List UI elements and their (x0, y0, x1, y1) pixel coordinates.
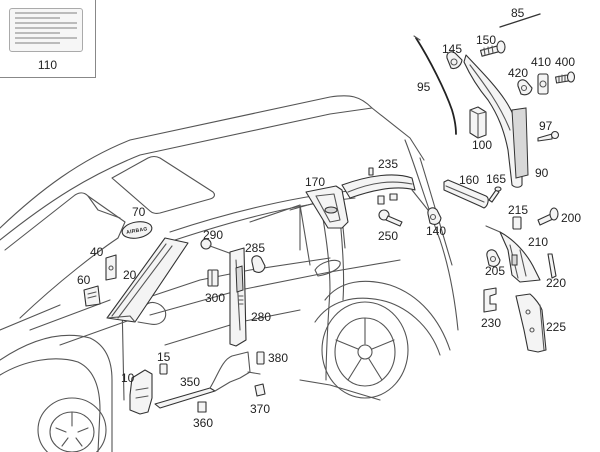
callout-410[interactable]: 410 (531, 55, 552, 69)
callout-170[interactable]: 170 (305, 175, 326, 189)
callout-350[interactable]: 350 (180, 375, 201, 389)
roof-frame-trim-icon (341, 167, 429, 211)
sill-trim-strip-icon (154, 351, 261, 409)
c-pillar-lower-trim-icon (485, 225, 541, 283)
seal-strip-icon (415, 37, 457, 135)
callout-230[interactable]: 230 (481, 316, 502, 330)
callout-160[interactable]: 160 (459, 173, 480, 187)
callout-140[interactable]: 140 (426, 224, 447, 238)
clip-nut-140-icon (427, 207, 442, 225)
vehicle-body-outline (0, 95, 459, 452)
clip-40-icon (105, 254, 117, 281)
rear-wheel-icon (321, 301, 409, 399)
leader-line-85 (499, 13, 541, 28)
callout-380[interactable]: 380 (268, 351, 289, 365)
callout-300[interactable]: 300 (205, 291, 226, 305)
clip-360-icon (197, 401, 207, 413)
clip-nut-205-icon (486, 249, 501, 267)
clip-380-icon (256, 351, 265, 365)
b-pillar-trim-icon (229, 247, 247, 347)
screw-400-icon (555, 71, 576, 84)
callout-290[interactable]: 290 (203, 228, 224, 242)
c-pillar-upper-trim-icon (305, 185, 349, 229)
front-wheel-icon (37, 397, 107, 452)
callout-205[interactable]: 205 (485, 264, 506, 278)
label-inset: 110 (0, 0, 96, 78)
callout-10[interactable]: 10 (121, 371, 135, 385)
cover-strip-icon (547, 253, 557, 279)
callout-235[interactable]: 235 (378, 157, 399, 171)
screw-200-icon (537, 207, 559, 226)
callout-20[interactable]: 20 (123, 268, 137, 282)
callout-40[interactable]: 40 (90, 245, 104, 259)
quarter-trim-panel-icon (515, 293, 547, 353)
clip-370-icon (254, 383, 266, 397)
callout-165[interactable]: 165 (486, 172, 507, 186)
clip-nut-420-icon (517, 79, 533, 96)
callout-200[interactable]: 200 (561, 211, 582, 225)
clip-nut-285-icon (251, 255, 266, 273)
callout-97[interactable]: 97 (539, 119, 553, 133)
clip-60-icon (83, 285, 101, 307)
nut-plate-410-icon (537, 73, 549, 95)
callout-210[interactable]: 210 (528, 235, 549, 249)
callout-285[interactable]: 285 (245, 241, 266, 255)
clip-nut-145-icon (446, 51, 463, 70)
callout-145[interactable]: 145 (442, 42, 463, 56)
callout-150[interactable]: 150 (476, 33, 497, 47)
callout-90[interactable]: 90 (535, 166, 549, 180)
callout-250[interactable]: 250 (378, 229, 399, 243)
callout-220[interactable]: 220 (546, 276, 567, 290)
screw-290-icon (200, 238, 233, 255)
callout-15[interactable]: 15 (157, 350, 171, 364)
callout-95[interactable]: 95 (417, 80, 431, 94)
screw-97-icon (537, 130, 560, 142)
callout-100[interactable]: 100 (472, 138, 493, 152)
clip-15-icon (159, 363, 168, 375)
clip-300-icon (207, 269, 219, 287)
expanding-rivet-icon (488, 186, 502, 203)
callout-215[interactable]: 215 (508, 203, 529, 217)
callout-225[interactable]: 225 (546, 320, 567, 334)
callout-60[interactable]: 60 (77, 273, 91, 287)
airbag-emblem-icon: AIRBAG (121, 221, 153, 239)
screw-150-icon (479, 40, 506, 57)
bracket-230-icon (483, 287, 497, 313)
callout-360[interactable]: 360 (193, 416, 214, 430)
a-pillar-trim-icon (106, 237, 189, 323)
kick-panel-icon (129, 369, 153, 415)
airbag-badge-text: AIRBAG (126, 226, 148, 236)
callout-70[interactable]: 70 (132, 205, 146, 219)
screw-250-icon (378, 209, 403, 227)
information-label-icon (9, 8, 83, 52)
callout-85[interactable]: 85 (511, 6, 525, 20)
callout-400[interactable]: 400 (555, 55, 576, 69)
callout-280[interactable]: 280 (251, 310, 272, 324)
callout-420[interactable]: 420 (508, 66, 529, 80)
callout-110: 110 (37, 58, 58, 72)
callout-370[interactable]: 370 (250, 402, 271, 416)
clip-215-icon (512, 216, 522, 230)
